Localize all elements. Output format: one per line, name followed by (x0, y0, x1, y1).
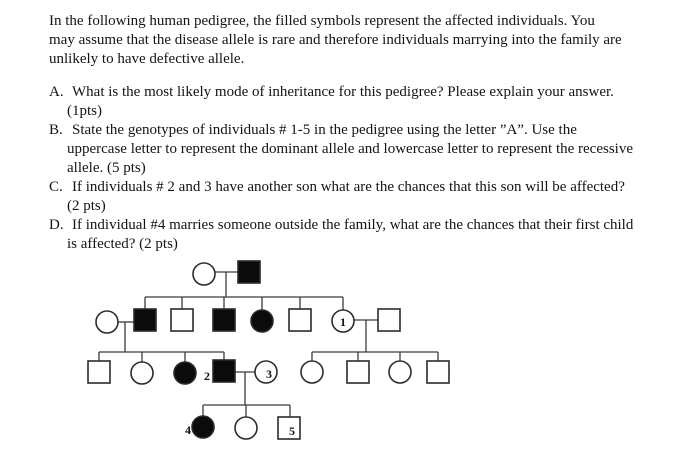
pedigree-individual-II-8 (377, 308, 401, 332)
question-item-line: (2 pts) (67, 198, 106, 214)
question-item-line: What is the most likely mode of inherita… (72, 84, 614, 100)
intro-line: may assume that the disease allele is ra… (49, 32, 622, 48)
pedigree-individual-IV-3 (277, 416, 301, 440)
pedigree-individual-IV-1 (191, 415, 215, 439)
pedigree-individual-III-6 (300, 360, 324, 384)
pedigree-number-label: 2 (204, 369, 210, 383)
question-list: A. What is the most likely mode of inheri… (49, 83, 669, 254)
pedigree-individual-III-1 (87, 360, 111, 384)
pedigree-individual-II-6 (288, 308, 312, 332)
pedigree-individual-III-7 (346, 360, 370, 384)
pedigree-individual-III-9 (426, 360, 450, 384)
pedigree-individual-II-4 (212, 308, 236, 332)
pedigree-individual-I-2 (237, 260, 261, 284)
pedigree-individual-IV-2 (234, 416, 258, 440)
question-item: D. If individual #4 marries someone outsi… (49, 216, 669, 254)
pedigree-individual-III-8 (388, 360, 412, 384)
pedigree-individual-III-4 (212, 359, 236, 383)
question-item-label: B. (49, 122, 63, 138)
question-item: C. If individuals # 2 and 3 have another … (49, 178, 669, 216)
question-item-label: D. (49, 217, 64, 233)
intro-line: In the following human pedigree, the fil… (49, 13, 595, 29)
question-item-line: (1pts) (67, 103, 102, 119)
question-block: In the following human pedigree, the fil… (49, 12, 669, 254)
pedigree-individual-II-1 (95, 310, 119, 334)
question-item-line: is affected? (2 pts) (67, 236, 178, 252)
pedigree-individual-III-3 (173, 361, 197, 385)
intro-line: unlikely to have defective allele. (49, 51, 245, 67)
pedigree-number-label: 4 (185, 423, 191, 437)
pedigree-individual-II-7 (331, 309, 355, 333)
pedigree-individual-II-2 (133, 308, 157, 332)
pedigree-individual-II-3 (170, 308, 194, 332)
question-intro: In the following human pedigree, the fil… (49, 12, 669, 69)
question-item-line: State the genotypes of individuals # 1-5… (72, 122, 577, 138)
pedigree-individual-III-5 (254, 360, 278, 384)
pedigree-number-label: 1 (340, 315, 346, 329)
pedigree-number-label: 5 (289, 424, 295, 438)
question-item: A. What is the most likely mode of inheri… (49, 83, 669, 121)
pedigree-individual-I-1 (192, 262, 216, 286)
question-item: B. State the genotypes of individuals # 1… (49, 121, 669, 178)
pedigree-number-label: 3 (266, 367, 272, 381)
pedigree-individual-II-5 (250, 309, 274, 333)
question-item-label: C. (49, 179, 63, 195)
pedigree-individual-III-2 (130, 361, 154, 385)
question-item-line: allele. (5 pts) (67, 160, 146, 176)
question-item-line: If individual #4 marries someone outside… (72, 217, 634, 233)
question-item-label: A. (49, 84, 64, 100)
question-item-line: If individuals # 2 and 3 have another so… (72, 179, 625, 195)
question-item-line: uppercase letter to represent the domina… (67, 141, 633, 157)
